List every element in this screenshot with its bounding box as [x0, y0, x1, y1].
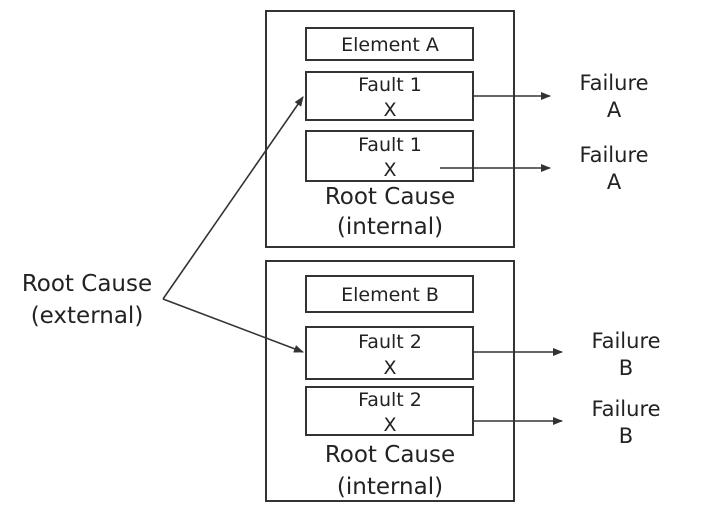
failure-b2-line1: Failure: [591, 397, 660, 421]
internal-cause-b-line2: (internal): [337, 474, 443, 500]
failure-b1-line2: B: [619, 356, 633, 380]
fault-a2-label: Fault 1: [358, 134, 422, 156]
element-b-box: [305, 275, 474, 313]
fault-b2-box: [305, 386, 474, 436]
failure-b2-line2: B: [619, 424, 633, 448]
external-to-fault-a1-arrow: [162, 96, 304, 300]
fault-b2-mark: X: [383, 414, 396, 436]
internal-cause-a-line1: Root Cause: [325, 184, 455, 210]
external-to-fault-b1-arrow: [162, 298, 304, 353]
failure-a2-line1: Failure: [579, 143, 648, 167]
fault-b2-label: Fault 2: [358, 389, 422, 411]
fault-a1-label: Fault 1: [358, 74, 422, 96]
fault-a1-mark: X: [383, 99, 396, 121]
failure-b1-line1: Failure: [591, 329, 660, 353]
element-b-label: Element B: [341, 284, 439, 306]
failure-a2-line2: A: [607, 170, 622, 194]
failure-a1-line1: Failure: [579, 71, 648, 95]
external-cause-line2: (external): [31, 303, 144, 329]
internal-cause-a-line2: (internal): [337, 214, 443, 240]
fault-b1-box: [305, 326, 474, 380]
element-a-box: [305, 27, 474, 61]
fault-b1-mark: X: [383, 357, 396, 379]
element-a-label: Element A: [341, 34, 439, 56]
internal-cause-b-line1: Root Cause: [325, 442, 455, 468]
fault-a2-mark: X: [383, 159, 396, 181]
external-cause-line1: Root Cause: [22, 271, 152, 297]
fault-b1-label: Fault 2: [358, 331, 422, 353]
failure-a1-line2: A: [607, 98, 622, 122]
fault-a1-box: [305, 71, 474, 121]
fault-a2-box: [305, 130, 474, 182]
